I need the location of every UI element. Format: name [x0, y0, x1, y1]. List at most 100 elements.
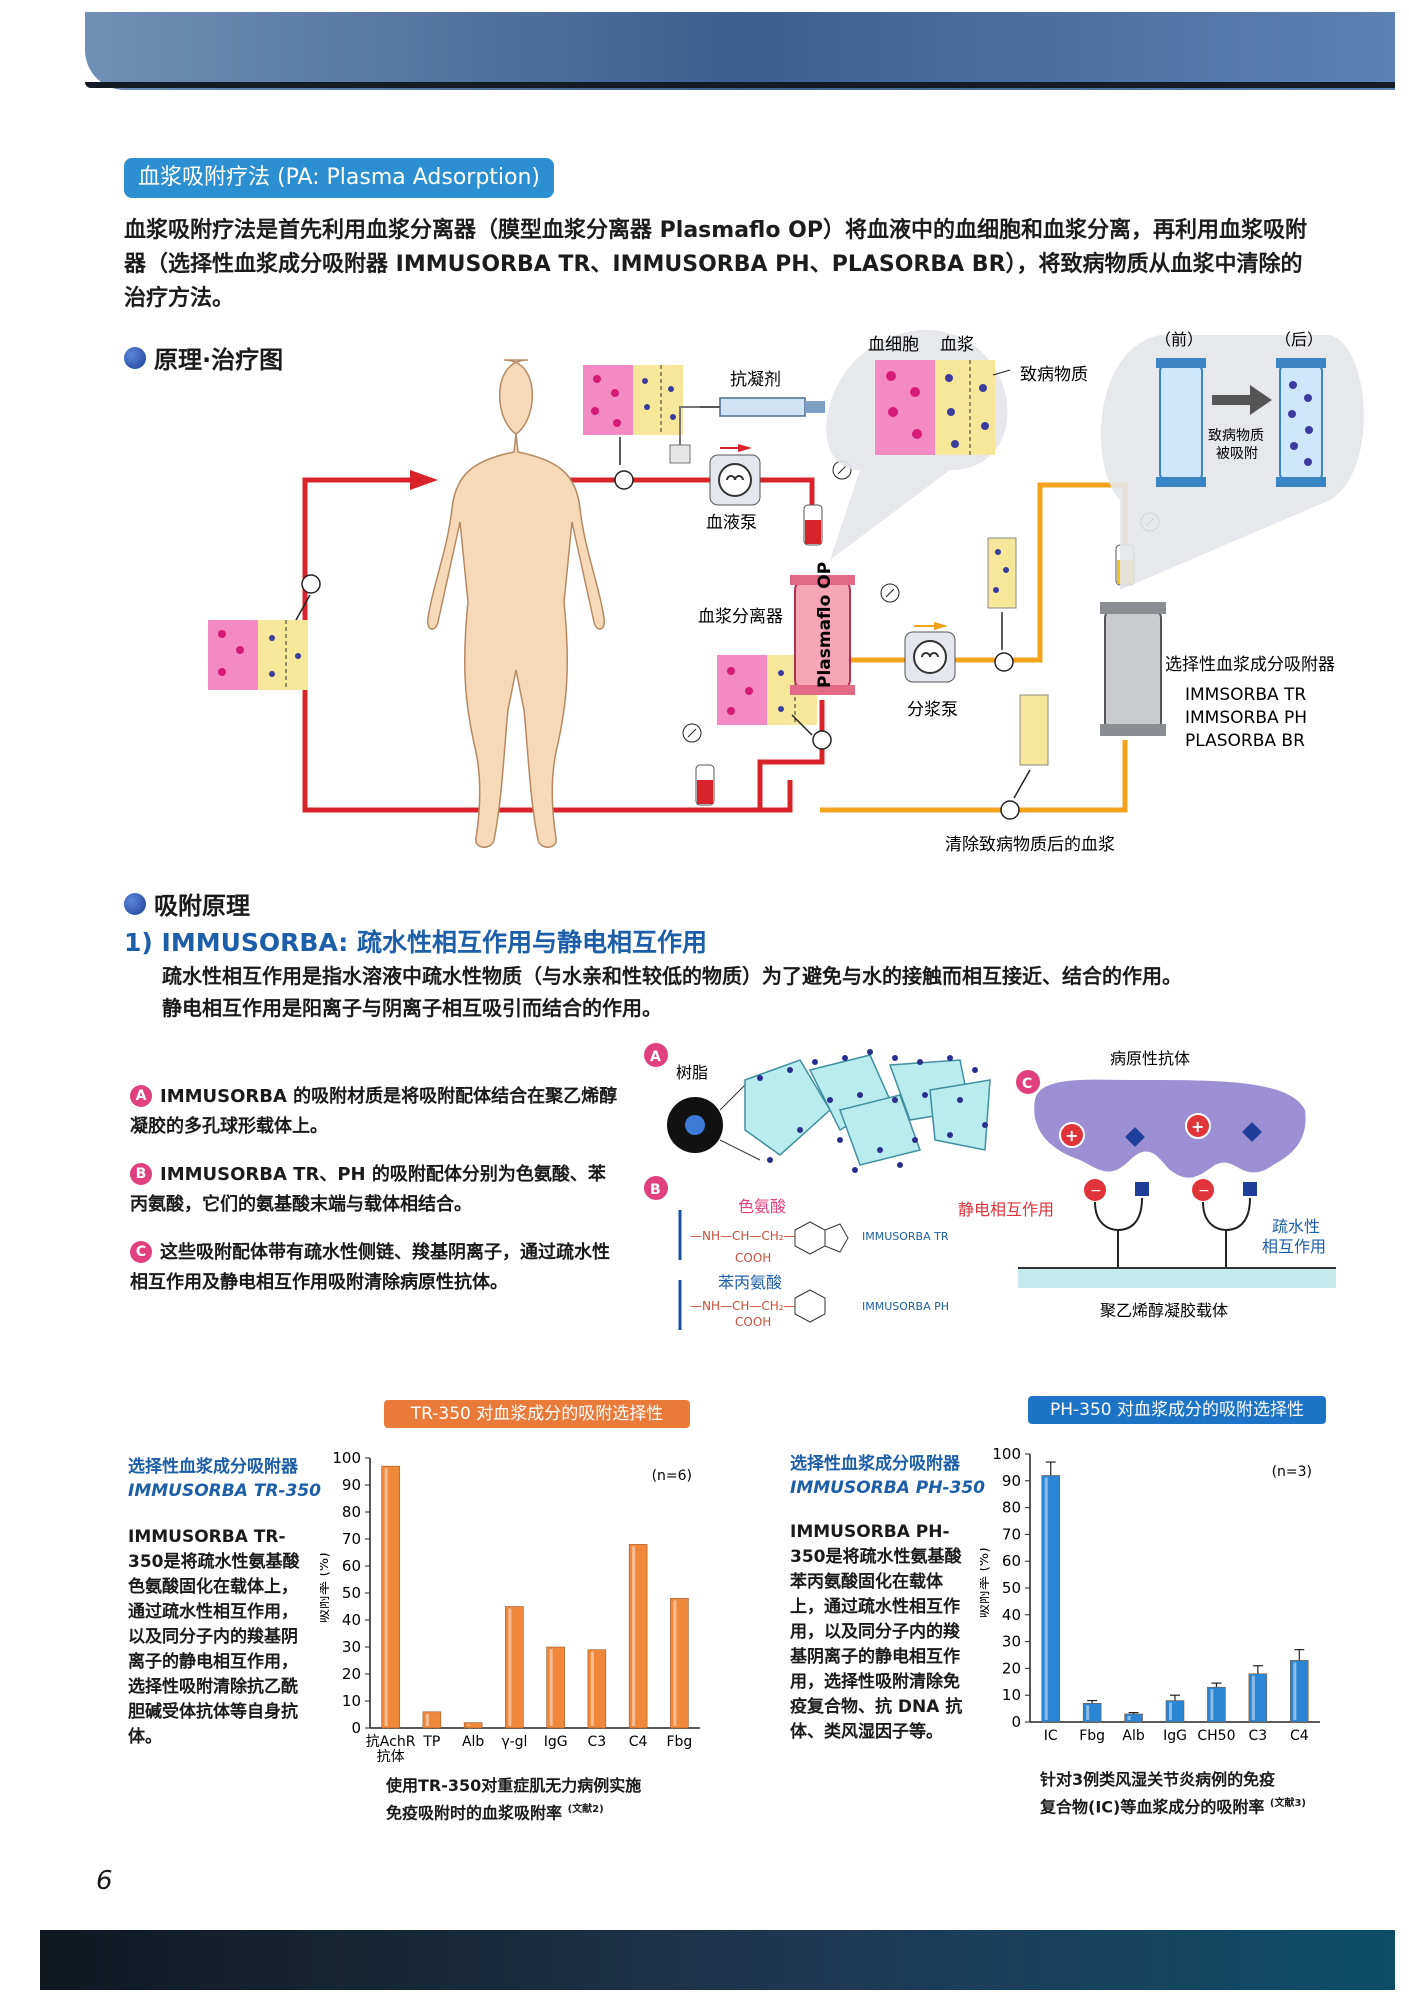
phe-formula: —NH—CH—CH₂—	[690, 1299, 796, 1313]
adsorber-name-2: IMMSORBA PH	[1185, 708, 1307, 728]
badge-b: B	[130, 1163, 152, 1185]
adsorption-paragraph: 疏水性相互作用是指水溶液中疏水性物质（与水亲和性较低的物质）为了避免与水的接触而…	[162, 960, 1342, 1024]
bar-highlight	[673, 1600, 677, 1726]
plasma-separator-icon	[790, 575, 855, 695]
blood-return-line	[302, 477, 793, 813]
y-tick-label: 60	[342, 1557, 361, 1575]
blood-cells-label: 血细胞	[868, 335, 919, 355]
adsorption-subheading: 1) IMMUSORBA: 疏水性相互作用与静电相互作用	[124, 928, 707, 957]
ligand-dots	[757, 1049, 988, 1173]
adsorber-title: 选择性血浆成分吸附器	[1165, 655, 1335, 675]
hydrophobic-ligand-icon	[1135, 1182, 1149, 1196]
blood-plasma-closeup	[875, 360, 1011, 455]
negative-charge-icon: −	[1084, 1179, 1106, 1201]
bullet-dot-icon	[124, 346, 146, 369]
trp-label: 色氨酸	[738, 1197, 786, 1216]
ph-caption-ref: (文献3)	[1269, 1798, 1307, 1809]
adsorber-column-icon	[1100, 602, 1166, 736]
ph-description: IMMUSORBA PH-350是将疏水性氨基酸苯丙氨酸固化在载体上，通过疏水性…	[790, 1522, 963, 1742]
bar-highlight	[1044, 1477, 1048, 1720]
tr-side-title: 选择性血浆成分吸附器 IMMUSORBA TR-350	[128, 1455, 333, 1503]
plasma-pump-label: 分浆泵	[907, 700, 958, 720]
sample-point-5	[1000, 800, 1020, 820]
trp-formula: —NH—CH—CH₂—	[690, 1229, 796, 1243]
category-label: TP	[422, 1734, 440, 1750]
list-item-text: 这些吸附配体带有疏水性侧链、羧基阴离子，通过疏水性相互作用及静电相互作用吸附清除…	[130, 1242, 610, 1293]
y-tick-label: 0	[351, 1719, 361, 1737]
y-tick-label: 40	[1002, 1606, 1021, 1624]
ph-caption-text: 复合物(IC)等血浆成分的吸附率	[1040, 1797, 1265, 1817]
header-band	[85, 12, 1395, 90]
plasma-sample-clean	[1013, 694, 1049, 799]
ph-caption-line-1: 针对3例类风湿关节炎病例的免疫	[1040, 1770, 1276, 1789]
ph-caption: 针对3例类风湿关节炎病例的免疫 复合物(IC)等血浆成分的吸附率 (文献3)	[1040, 1768, 1340, 1819]
hydrophobic-label-2: 相互作用	[1262, 1237, 1326, 1256]
tr-caption-ref: (文献2)	[567, 1804, 604, 1815]
diagram-heading-text: 原理·治疗图	[154, 346, 284, 374]
ph-side-title: 选择性血浆成分吸附器 IMMUSORBA PH-350	[790, 1452, 995, 1500]
bar-highlight	[467, 1724, 471, 1726]
adsorption-figure: A 树脂 B 色氨酸 —NH—CH—CH₂— COOH IMMUSORBA TR…	[644, 1043, 1336, 1330]
y-tick-label: 40	[342, 1611, 361, 1629]
tr-caption: 使用TR-350对重症肌无力病例实施 免疫吸附时的血浆吸附率 (文献2)	[386, 1774, 716, 1825]
before-label: （前）	[1155, 330, 1203, 349]
pathogen-label: 致病物质	[1020, 365, 1088, 385]
category-label: Alb	[462, 1734, 484, 1750]
bar-highlight	[1251, 1675, 1255, 1720]
pressure-gauge-icon	[880, 583, 900, 603]
bar-highlight	[1127, 1715, 1131, 1720]
category-label: γ-gl	[501, 1734, 527, 1750]
syringe-icon	[669, 397, 825, 464]
tr-caption-text: 免疫吸附时的血浆吸附率	[386, 1803, 563, 1823]
category-label: C3	[1249, 1728, 1268, 1744]
y-tick-label: 20	[342, 1665, 361, 1683]
blood-pump-icon	[709, 444, 761, 506]
antibody-label: 病原性抗体	[1110, 1049, 1190, 1068]
adsorber-before-icon	[1156, 358, 1206, 487]
negative-charge-icon: −	[1192, 1179, 1214, 1201]
bar	[587, 1649, 607, 1729]
tr-side-title-line-2: IMMUSORBA TR-350	[128, 1481, 322, 1501]
bar	[1207, 1686, 1226, 1723]
y-tick-label: 30	[1002, 1633, 1021, 1651]
y-tick-label: 100	[332, 1449, 361, 1467]
category-label: C3	[588, 1734, 607, 1750]
trp-cooh: COOH	[735, 1251, 771, 1265]
resin-label: 树脂	[676, 1063, 708, 1082]
bar	[670, 1598, 689, 1729]
cleaned-plasma-label: 清除致病物质后的血浆	[945, 835, 1115, 855]
bar	[1082, 1702, 1102, 1723]
bar-highlight	[425, 1713, 429, 1726]
tr-caption-line-2: 免疫吸附时的血浆吸附率 (文献2)	[386, 1798, 716, 1825]
y-tick-label: 30	[342, 1638, 361, 1656]
positive-charge-icon: +	[1185, 1113, 1211, 1139]
porous-carrier-fragments	[744, 1054, 991, 1166]
bar-highlight	[1086, 1705, 1090, 1720]
separator-label: 血浆分离器	[698, 607, 783, 627]
ph-side-title-line-1: 选择性血浆成分吸附器	[790, 1454, 960, 1474]
blood-out-line	[560, 477, 815, 505]
bar	[1041, 1475, 1060, 1723]
carrier-label: 聚乙烯醇凝胶载体	[1100, 1301, 1228, 1320]
adsorber-name-1: IMMSORBA TR	[1185, 685, 1306, 705]
sample-point-2	[301, 574, 321, 594]
page-number: 6	[96, 1866, 113, 1896]
section-label: 血浆吸附疗法 (PA: Plasma Adsorption)	[124, 158, 555, 198]
bar	[1248, 1673, 1268, 1723]
list-item-text: IMMUSORBA 的吸附材质是将吸附配体结合在聚乙烯醇凝胶的多孔球形载体上。	[130, 1086, 618, 1137]
phe-device-label: IMMUSORBA PH	[862, 1300, 949, 1313]
intro-paragraph: 血浆吸附疗法是首先利用血浆分离器（膜型血浆分离器 Plasmaflo OP）将血…	[124, 218, 1307, 311]
separator-device-label: Plasmaflo OP	[815, 562, 835, 688]
sample-point-1	[614, 470, 634, 490]
svg-text:+: +	[1191, 1117, 1204, 1136]
adsorbed-note-2: 被吸附	[1216, 446, 1258, 462]
category-label: Alb	[1122, 1728, 1144, 1744]
bar	[505, 1606, 524, 1729]
after-label: （后）	[1275, 330, 1323, 349]
ph-side-title-line-2: IMMUSORBA PH-350	[790, 1478, 986, 1498]
adsorber-name-3: PLASORBA BR	[1185, 731, 1305, 751]
adsorbed-note-1: 致病物质	[1208, 428, 1264, 444]
